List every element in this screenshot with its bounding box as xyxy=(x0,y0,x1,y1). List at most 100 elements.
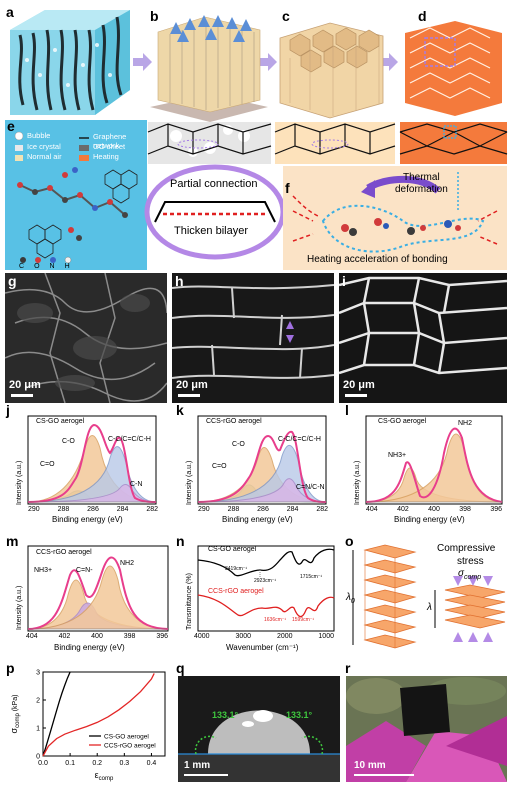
thicken-bilayer-text: Thicken bilayer xyxy=(174,225,248,237)
xps-m-peak-3: NH2 xyxy=(120,560,135,567)
tick: 402 xyxy=(397,506,409,513)
schematic-b xyxy=(147,122,272,164)
ftir-ylabel: Transmittance (%) xyxy=(186,573,193,630)
tick: 396 xyxy=(490,506,502,513)
panel-label-j: j xyxy=(6,402,10,418)
honeycomb-beige xyxy=(279,22,384,119)
legend-label-1: CS-GO aerogel xyxy=(104,734,149,741)
xps-l-ylabel: Intensity (a.u.) xyxy=(354,460,361,505)
legend-bubble: Bubble xyxy=(27,131,51,140)
atom-h: H xyxy=(64,263,80,270)
schematic-c xyxy=(274,122,396,164)
honeycomb-orange xyxy=(405,21,502,116)
xps-l-title: CS-GO aerogel xyxy=(378,418,427,425)
sigma-sub: comp xyxy=(464,574,482,581)
xps-m-chart xyxy=(27,545,169,632)
xps-j-peak-2: C-O xyxy=(62,438,75,445)
legend-go: GO sheet xyxy=(93,142,126,151)
sem-h-texture xyxy=(172,273,334,403)
scale-i: 20 μm xyxy=(343,379,375,391)
schematic-b-lines xyxy=(147,123,272,157)
series-line-1 xyxy=(42,671,71,757)
legend-label-2: CCS-rGO aerogel xyxy=(104,743,156,750)
atom-o: O xyxy=(34,263,50,270)
panel-label-h: h xyxy=(175,273,184,289)
atom-c: C xyxy=(19,263,35,270)
xps-j-chart xyxy=(27,415,157,505)
photo-flower: 10 mm xyxy=(346,676,507,782)
xps-l-xlabel: Binding energy (eV) xyxy=(394,515,465,524)
tick: 398 xyxy=(459,506,471,513)
compression-illustration xyxy=(352,544,506,649)
sem-image-i: i 20 μm xyxy=(339,273,507,403)
sigma-symbol: σ xyxy=(458,568,465,579)
tick: 404 xyxy=(26,633,38,640)
xps-j-ylabel: Intensity (a.u.) xyxy=(16,460,23,505)
tick: 396 xyxy=(156,633,168,640)
droplet xyxy=(178,676,340,782)
ftir-annot-4: 1636cm⁻¹ xyxy=(264,617,287,623)
panel-label-e: e xyxy=(7,118,15,134)
contact-scale: 1 mm xyxy=(184,760,211,771)
contact-angle-right: 133.1° xyxy=(286,710,313,720)
ftir-chart xyxy=(197,545,335,632)
y-axis-label-sub: comp xyxy=(15,713,21,728)
x-tick-label: 0.1 xyxy=(65,760,75,767)
panel-label-f: f xyxy=(285,180,290,196)
ftir-series-1: CS-GO aerogel xyxy=(208,546,257,553)
x-axis-label-sub: comp xyxy=(99,776,114,782)
atom-n: N xyxy=(49,263,65,270)
tick: 400 xyxy=(428,506,440,513)
sem-g-texture xyxy=(5,273,167,403)
tick: 282 xyxy=(146,506,158,513)
tick: 400 xyxy=(91,633,103,640)
tick: 282 xyxy=(316,506,328,513)
tick: 284 xyxy=(116,506,129,513)
xps-j-xlabel: Binding energy (eV) xyxy=(52,515,123,524)
tick: 4000 xyxy=(194,633,210,640)
lambda: λ xyxy=(427,602,432,613)
x-tick-label: 0.4 xyxy=(147,760,157,767)
ftir-annot-2: 2923cm⁻¹ xyxy=(254,578,277,584)
xps-l-peak-1: NH3+ xyxy=(388,452,407,459)
scale-bar-i xyxy=(345,394,367,397)
thermal-text: Thermal xyxy=(403,172,440,183)
legend-ice: Ice crystal xyxy=(27,142,61,151)
contact-angle-left: 133.1° xyxy=(212,710,239,720)
xps-j-peak-3: C-C/C=C/C-H xyxy=(108,436,151,443)
xps-k-xlabel: Binding energy (eV) xyxy=(222,515,293,524)
panel-label-p: p xyxy=(6,660,15,676)
scale-bar-h xyxy=(178,394,200,397)
sem-image-g: g 20 μm xyxy=(5,273,167,403)
ftir-xlabel: Wavenumber (cm⁻¹) xyxy=(226,643,299,652)
xps-k-peak-3: C-C/C=C/C-H xyxy=(278,436,321,443)
lambda0-symbol: λ xyxy=(346,592,351,603)
scale-h: 20 μm xyxy=(176,379,208,391)
panel-label-i: i xyxy=(342,273,346,289)
tick: 286 xyxy=(257,506,269,513)
xps-m-ylabel: Intensity (a.u.) xyxy=(16,585,23,630)
schematic-d-lines xyxy=(399,123,508,155)
x-tick-label: 0.2 xyxy=(92,760,102,767)
compressive-title-2: stress xyxy=(457,556,484,567)
panel-f: f Thermal deformation Heating accelerati… xyxy=(283,166,507,270)
legend-graphene: Graphene network xyxy=(93,132,127,150)
tick: 288 xyxy=(57,506,70,513)
photo-scale-bar xyxy=(354,774,414,776)
freeze-cast-cube xyxy=(10,10,130,115)
tick: 402 xyxy=(58,633,71,640)
y-axis-label: σcomp (kPa) xyxy=(9,695,21,734)
contact-angle-image: 133.1° 133.1° 1 mm xyxy=(178,676,340,782)
bonding-diagram xyxy=(292,172,498,253)
scale-bar-g xyxy=(11,394,33,397)
tick: 1000 xyxy=(318,633,334,640)
scale-g: 20 μm xyxy=(9,379,41,391)
tick: 290 xyxy=(28,506,40,513)
heating-text: Heating acceleration of bonding xyxy=(307,254,448,265)
panel-label-g: g xyxy=(8,273,17,289)
